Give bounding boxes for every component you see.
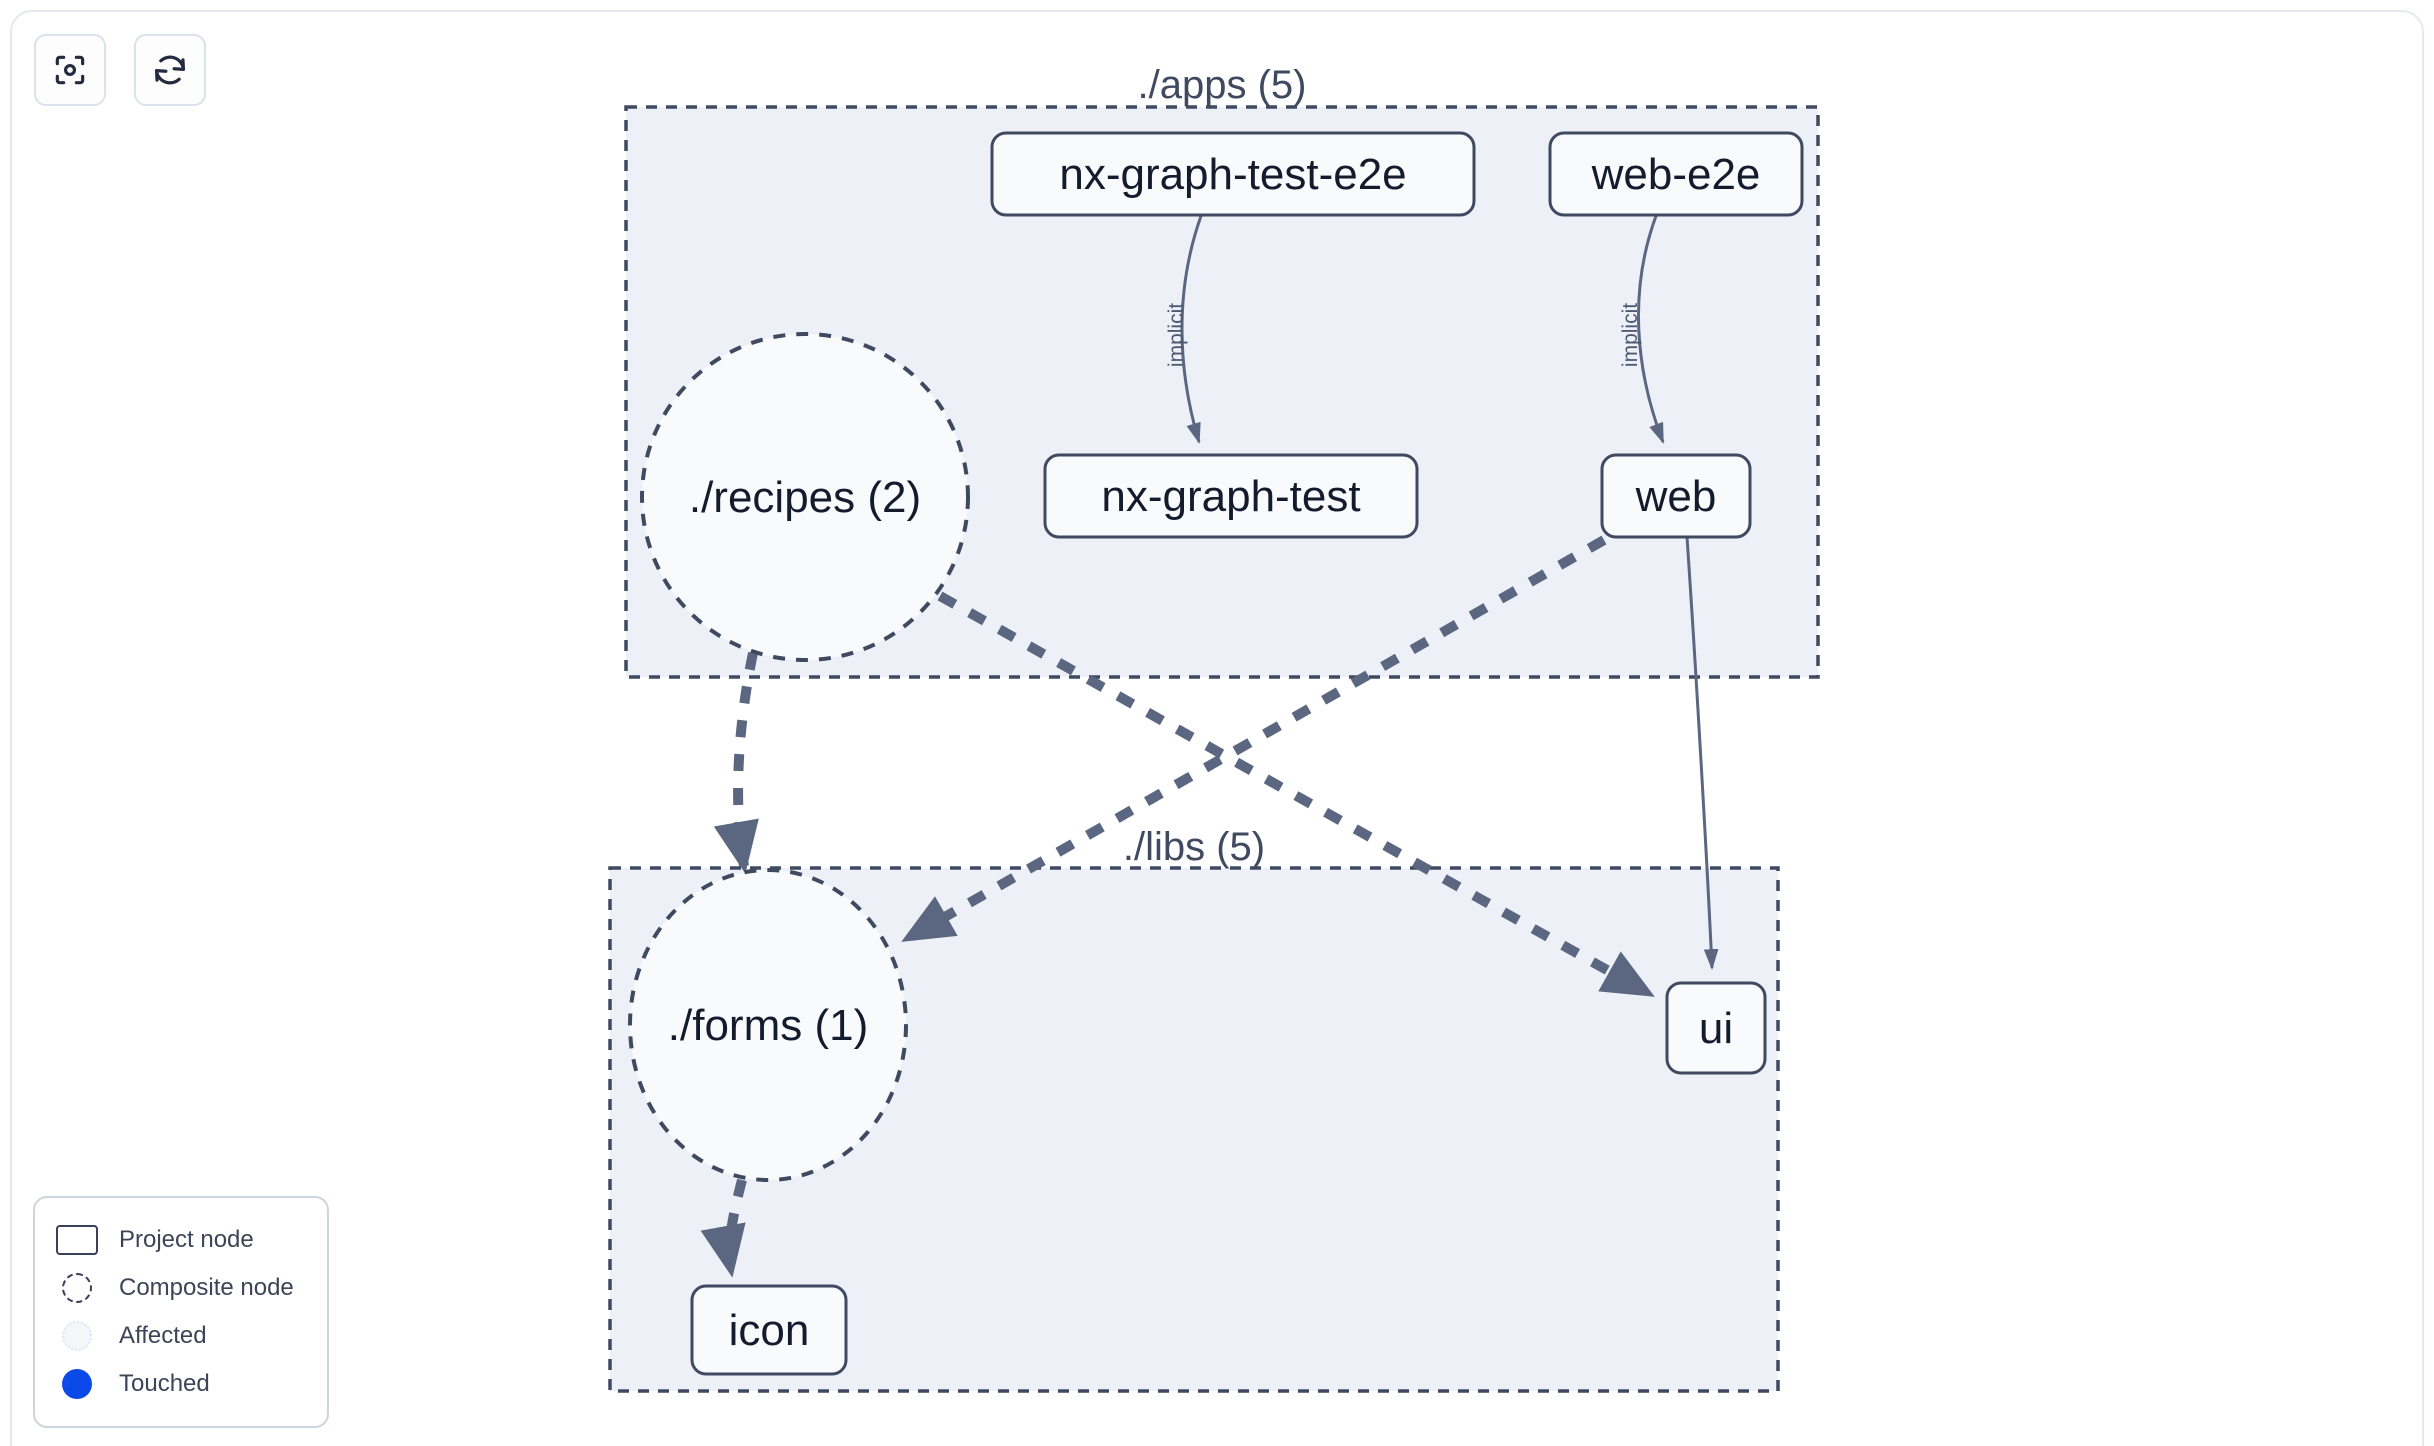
edge-nx-graph-test-e2e-to-nx-graph-test-path [1180, 215, 1203, 445]
group-apps-label: ./apps (5) [1138, 63, 1307, 107]
composite-nodes: ./recipes (2) ./forms (1) [628, 332, 970, 1182]
project-node-ui-shape [1665, 981, 1767, 1075]
affected-swatch [55, 1319, 99, 1353]
project-node-ui[interactable]: ui [1665, 981, 1767, 1075]
project-node-icon[interactable]: icon [690, 1284, 848, 1376]
project-node-ui-label: ui [1699, 1004, 1733, 1053]
project-node-web-e2e[interactable]: web-e2e [1548, 131, 1804, 217]
edge-forms-to-icon-path [700, 1178, 747, 1278]
refresh-icon [151, 51, 189, 89]
project-node-web-shape [1600, 453, 1752, 539]
project-node-nx-graph-test-label: nx-graph-test [1101, 472, 1360, 521]
graph-edges: implicit implicit [700, 215, 1719, 1278]
touched-swatch [55, 1367, 99, 1401]
refresh-graph-button[interactable] [134, 34, 206, 106]
project-node-nx-graph-test[interactable]: nx-graph-test [1043, 453, 1419, 539]
legend-label-affected: Affected [119, 1322, 207, 1349]
legend-label-composite-node: Composite node [119, 1274, 294, 1301]
composite-node-swatch [55, 1271, 99, 1305]
composite-node-recipes-shape [640, 332, 970, 662]
composite-node-recipes-label: ./recipes (2) [689, 473, 921, 522]
project-node-web-e2e-label: web-e2e [1591, 150, 1761, 199]
project-node-icon-label: icon [729, 1306, 810, 1355]
legend-item-project-node: Project node [55, 1216, 307, 1264]
edge-web-e2e-to-web[interactable]: implicit [1619, 215, 1665, 444]
composite-node-forms-label: ./forms (1) [668, 1001, 868, 1050]
legend-label-project-node: Project node [119, 1226, 254, 1253]
edge-label-implicit-web: implicit [1619, 303, 1642, 367]
graph-toolbar [34, 34, 206, 106]
edge-web-to-ui[interactable] [1685, 536, 1719, 971]
project-node-web-e2e-shape [1548, 131, 1804, 217]
group-libs-label: ./libs (5) [1123, 825, 1265, 869]
project-node-web-label: web [1635, 472, 1717, 521]
edge-recipes-to-forms-path [713, 651, 759, 874]
project-node-nx-graph-test-e2e-shape [990, 131, 1476, 217]
edge-recipes-to-forms[interactable] [713, 651, 759, 874]
project-node-icon-shape [690, 1284, 848, 1376]
project-nodes: nx-graph-test-e2e web-e2e nx-graph-test … [690, 131, 1804, 1376]
graph-legend: Project node Composite node Affected Tou… [33, 1196, 329, 1428]
focus-target-icon [51, 51, 89, 89]
composite-node-forms-shape [628, 868, 908, 1182]
edge-nx-graph-test-e2e-to-nx-graph-test[interactable]: implicit [1165, 215, 1203, 445]
edge-forms-to-icon[interactable] [700, 1178, 747, 1278]
project-node-nx-graph-test-shape [1043, 453, 1419, 539]
graph-groups: ./apps (5) ./libs (5) [608, 63, 1820, 1393]
project-node-nx-graph-test-e2e-label: nx-graph-test-e2e [1059, 150, 1406, 199]
project-node-nx-graph-test-e2e[interactable]: nx-graph-test-e2e [990, 131, 1476, 217]
focus-graph-button[interactable] [34, 34, 106, 106]
edge-label-implicit-nx: implicit [1165, 303, 1188, 367]
legend-item-composite-node: Composite node [55, 1264, 307, 1312]
composite-node-forms[interactable]: ./forms (1) [628, 868, 908, 1182]
edge-web-e2e-to-web-path [1636, 215, 1665, 444]
legend-item-affected: Affected [55, 1312, 307, 1360]
edge-web-to-ui-path [1685, 536, 1719, 971]
project-node-web[interactable]: web [1600, 453, 1752, 539]
legend-label-touched: Touched [119, 1370, 210, 1397]
composite-node-recipes[interactable]: ./recipes (2) [640, 332, 970, 662]
project-node-swatch [55, 1223, 99, 1257]
legend-item-touched: Touched [55, 1360, 307, 1408]
